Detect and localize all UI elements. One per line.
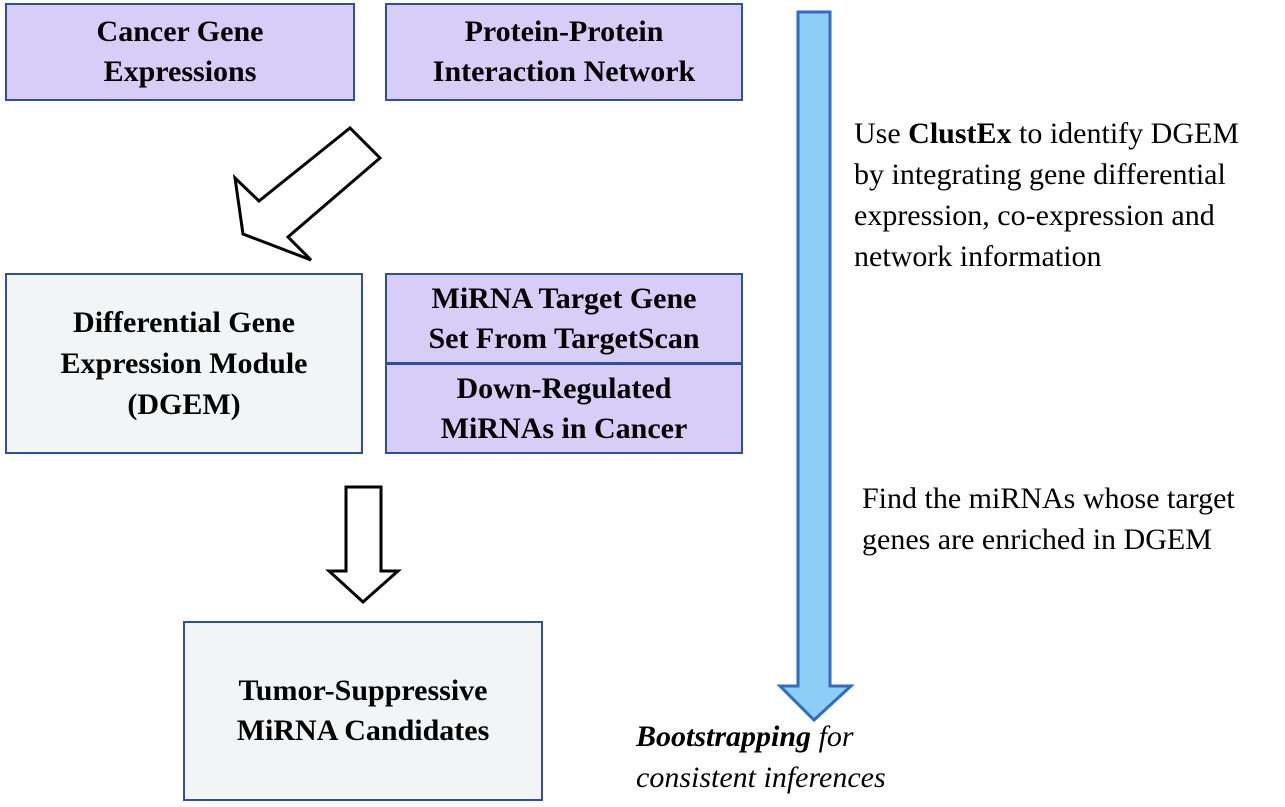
dgem-label: Differential Gene Expression Module (DGE… xyxy=(60,306,308,421)
tumor-suppressive-candidates-label: Tumor-Suppressive MiRNA Candidates xyxy=(236,674,490,747)
clustex-method-name: ClustEx xyxy=(908,117,1012,150)
bootstrapping-note: Bootstrapping for consistent inferences xyxy=(636,716,966,798)
process-timeline-arrow xyxy=(776,10,855,723)
ppi-network-box: Protein-Protein Interaction Network xyxy=(385,3,743,101)
down-regulated-mirnas-box: Down-Regulated MiRNAs in Cancer xyxy=(385,363,743,454)
clustex-prefix: Use xyxy=(854,117,909,150)
tumor-suppressive-candidates-box: Tumor-Suppressive MiRNA Candidates xyxy=(183,621,543,801)
mirna-target-set-label: MiRNA Target Gene Set From TargetScan xyxy=(428,281,700,355)
find-mirnas-step-note: Find the miRNAs whose target genes are e… xyxy=(862,482,1235,556)
bootstrapping-term: Bootstrapping xyxy=(636,720,812,753)
dgem-box: Differential Gene Expression Module (DGE… xyxy=(5,273,363,454)
ppi-network-label: Protein-Protein Interaction Network xyxy=(432,15,696,88)
down-arrow xyxy=(325,485,402,605)
cancer-gene-expressions-box: Cancer Gene Expressions xyxy=(5,3,355,101)
bootstrapping-description: for consistent inferences xyxy=(636,720,886,794)
down-regulated-mirnas-label: Down-Regulated MiRNAs in Cancer xyxy=(440,371,688,445)
mirna-target-set-box: MiRNA Target Gene Set From TargetScan xyxy=(385,273,743,364)
diagonal-arrow xyxy=(232,125,383,262)
cancer-gene-expressions-label: Cancer Gene Expressions xyxy=(96,15,264,88)
clustex-step-note: Use ClustEx to identify DGEM by integrat… xyxy=(854,113,1284,277)
clustex-description: to identify DGEM by integrating gene dif… xyxy=(854,117,1239,273)
